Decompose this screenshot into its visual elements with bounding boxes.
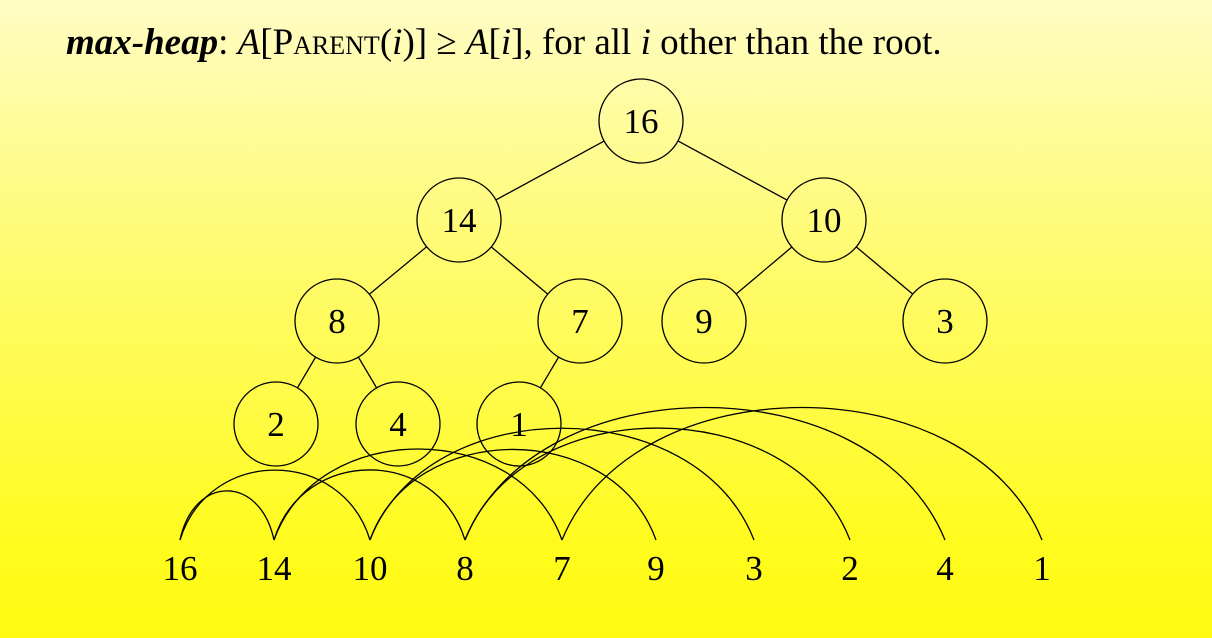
definition-rb2: ] bbox=[511, 22, 524, 63]
definition-tail: other than the root. bbox=[650, 22, 942, 63]
tree-edge bbox=[539, 356, 560, 389]
heap-node: 16 bbox=[598, 78, 684, 164]
heap-node: 2 bbox=[233, 381, 319, 467]
index-arc bbox=[464, 407, 946, 541]
definition-rb1: ] bbox=[414, 22, 428, 63]
definition-a2: A bbox=[465, 22, 489, 63]
array-index-arcs bbox=[179, 407, 1043, 541]
heap-array: 16 14 10 8 7 9 3 2 4 1 bbox=[163, 549, 1051, 588]
index-arc bbox=[464, 427, 851, 541]
array-element: 10 bbox=[353, 549, 388, 588]
heap-node: 8 bbox=[294, 278, 380, 364]
array-element: 1 bbox=[1033, 549, 1051, 588]
definition-a1: A bbox=[237, 22, 261, 63]
node-label: 2 bbox=[267, 405, 285, 444]
heap-node: 3 bbox=[902, 278, 988, 364]
node-label: 3 bbox=[936, 302, 954, 341]
definition-lb2: [ bbox=[488, 22, 501, 63]
array-element: 9 bbox=[647, 549, 665, 588]
max-heap-definition: max-heap: A[Parent(i)] ≥ A[i], for all i… bbox=[66, 20, 942, 66]
array-element: 8 bbox=[456, 549, 474, 588]
node-circle bbox=[355, 381, 441, 467]
array-element: 3 bbox=[745, 549, 763, 588]
node-circle bbox=[416, 177, 502, 263]
node-label: 1 bbox=[510, 405, 528, 444]
tree-edge bbox=[368, 246, 428, 295]
tree-edge bbox=[490, 246, 549, 295]
node-label: 9 bbox=[695, 302, 713, 341]
definition-rp: ) bbox=[402, 22, 415, 63]
node-label: 8 bbox=[328, 302, 346, 341]
node-circle bbox=[661, 278, 747, 364]
node-label: 16 bbox=[624, 102, 659, 141]
node-label: 4 bbox=[389, 405, 407, 444]
node-circle bbox=[902, 278, 988, 364]
node-circle bbox=[294, 278, 380, 364]
node-circle bbox=[598, 78, 684, 164]
tree-edge bbox=[677, 140, 788, 201]
tree-edge bbox=[735, 246, 793, 295]
index-arc bbox=[273, 469, 466, 541]
array-element: 14 bbox=[257, 549, 292, 588]
heap-node: 10 bbox=[781, 177, 867, 263]
array-element: 7 bbox=[553, 549, 571, 588]
definition-i1: i bbox=[392, 22, 403, 63]
node-circle bbox=[233, 381, 319, 467]
definition-colon: : bbox=[218, 22, 229, 63]
definition-i2: i bbox=[500, 22, 512, 63]
heap-node: 4 bbox=[355, 381, 441, 467]
node-label: 7 bbox=[571, 302, 589, 341]
definition-parent-fn: Parent bbox=[272, 22, 380, 63]
array-element: 16 bbox=[163, 549, 198, 588]
tree-nodes: 16 14 10 8 7 9 3 2 4 1 bbox=[233, 78, 988, 467]
tree-edges bbox=[296, 140, 914, 389]
definition-mid: , for all bbox=[523, 22, 641, 63]
array-element: 4 bbox=[936, 549, 954, 588]
index-arc bbox=[561, 407, 1043, 541]
tree-edge bbox=[296, 356, 317, 389]
heap-node: 7 bbox=[537, 278, 623, 364]
definition-geq: ≥ bbox=[427, 22, 466, 63]
node-circle bbox=[537, 278, 623, 364]
heap-node: 14 bbox=[416, 177, 502, 263]
index-arc bbox=[273, 448, 563, 541]
index-arc bbox=[179, 469, 371, 541]
heap-node: 9 bbox=[661, 278, 747, 364]
index-arc bbox=[369, 427, 755, 541]
node-circle bbox=[781, 177, 867, 263]
definition-term: max-heap bbox=[66, 22, 219, 63]
definition-lp: ( bbox=[379, 22, 393, 63]
node-label: 10 bbox=[807, 201, 842, 240]
heap-node: 1 bbox=[476, 381, 562, 467]
node-label: 14 bbox=[442, 201, 477, 240]
definition-lb1: [ bbox=[260, 22, 273, 63]
node-circle bbox=[476, 381, 562, 467]
tree-edge bbox=[357, 356, 378, 389]
array-element: 2 bbox=[841, 549, 859, 588]
definition-i3: i bbox=[640, 22, 651, 63]
index-arc bbox=[179, 490, 275, 541]
tree-edge bbox=[495, 140, 605, 201]
tree-edge bbox=[855, 246, 914, 295]
